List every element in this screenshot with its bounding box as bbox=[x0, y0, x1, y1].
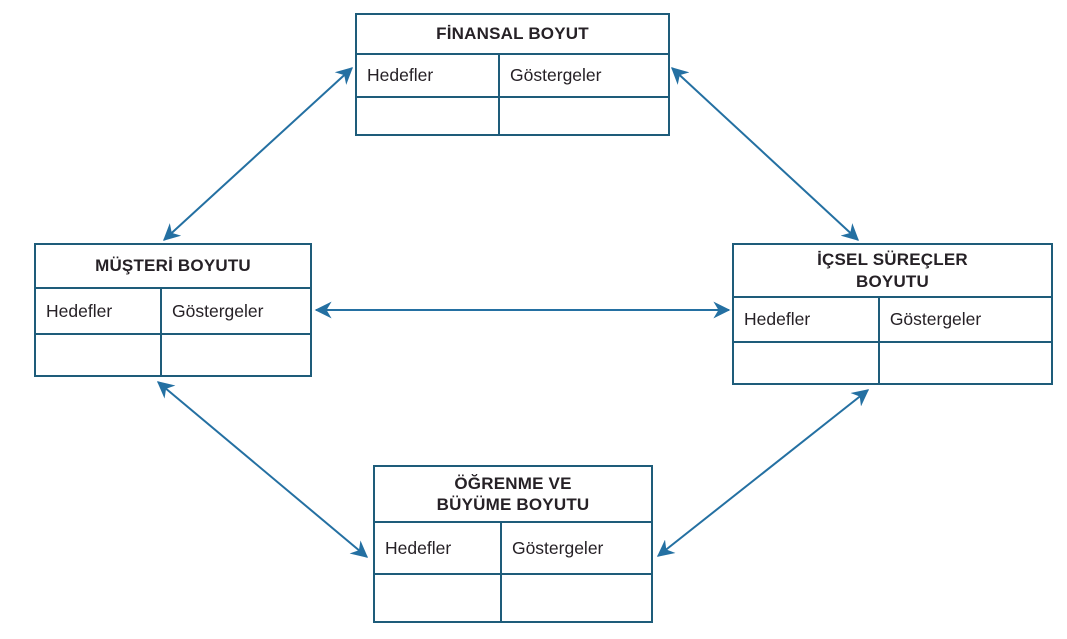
indicators-header-cell: Göstergeler bbox=[172, 300, 264, 321]
empty-indicators-cell bbox=[502, 575, 651, 621]
arrow-finansal-icsel bbox=[671, 67, 859, 241]
box-title: FİNANSAL BOYUT bbox=[357, 15, 668, 55]
indicators-header-cell: Göstergeler bbox=[511, 537, 604, 558]
goals-header-cell: Hedefler bbox=[36, 289, 163, 333]
goals-header-cell: Hedefler bbox=[734, 298, 880, 341]
box-title: ÖĞRENME VE BÜYÜME BOYUTU bbox=[375, 467, 651, 523]
column-header-row: Hedefler Göstergeler bbox=[357, 55, 668, 98]
column-header-row: Hedefler Göstergeler bbox=[734, 298, 1051, 343]
arrow-musteri-ogrenme bbox=[156, 381, 369, 558]
empty-goals-cell bbox=[734, 343, 880, 383]
box-customer-perspective: MÜŞTERİ BOYUTU Hedefler Göstergeler bbox=[34, 243, 312, 377]
arrow-finansal-musteri bbox=[162, 67, 354, 241]
goals-header-cell: Hedefler bbox=[375, 523, 502, 573]
empty-row bbox=[375, 575, 651, 621]
box-title: İÇSEL SÜREÇLER BOYUTU bbox=[734, 245, 1051, 298]
arrow-icsel-ogrenme bbox=[656, 389, 870, 557]
empty-goals-cell bbox=[36, 335, 163, 375]
empty-indicators-cell bbox=[880, 343, 1051, 383]
indicators-header-cell: Göstergeler bbox=[510, 65, 602, 85]
empty-goals-cell bbox=[375, 575, 502, 621]
empty-row bbox=[357, 98, 668, 134]
empty-goals-cell bbox=[357, 98, 501, 134]
column-header-row: Hedefler Göstergeler bbox=[375, 523, 651, 575]
empty-indicators-cell bbox=[500, 98, 668, 134]
empty-row bbox=[734, 343, 1051, 383]
column-header-row: Hedefler Göstergeler bbox=[36, 289, 310, 335]
indicators-header-cell: Göstergeler bbox=[889, 309, 982, 329]
empty-indicators-cell bbox=[162, 335, 310, 375]
box-internal-processes-perspective: İÇSEL SÜREÇLER BOYUTU Hedefler Göstergel… bbox=[732, 243, 1053, 385]
empty-row bbox=[36, 335, 310, 375]
box-learning-growth-perspective: ÖĞRENME VE BÜYÜME BOYUTU Hedefler Göster… bbox=[373, 465, 653, 623]
box-financial-perspective: FİNANSAL BOYUT Hedefler Göstergeler bbox=[355, 13, 670, 136]
box-title: MÜŞTERİ BOYUTU bbox=[36, 245, 310, 289]
goals-header-cell: Hedefler bbox=[357, 55, 501, 96]
